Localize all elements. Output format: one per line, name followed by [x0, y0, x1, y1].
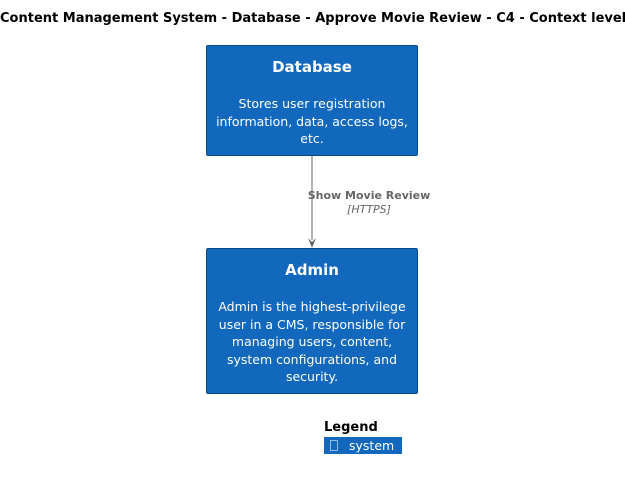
legend: Legend system: [324, 420, 402, 454]
node-database-title: Database: [272, 58, 352, 76]
node-database-description: Stores user registration information, da…: [216, 96, 408, 146]
node-admin[interactable]: Admin Admin is the highest-privilege use…: [206, 248, 418, 394]
diagram-title: Content Management System - Database - A…: [0, 11, 625, 26]
edge-label-text: Show Movie Review: [307, 189, 431, 202]
legend-swatch-icon: [330, 440, 338, 451]
legend-item-label: system: [349, 438, 395, 453]
node-database[interactable]: Database Stores user registration inform…: [206, 45, 418, 156]
edge-technology-text: [HTTPS]: [347, 203, 391, 216]
legend-item-system: system: [324, 437, 402, 454]
node-admin-title: Admin: [285, 261, 339, 279]
node-admin-description: Admin is the highest-privilege user in a…: [218, 299, 406, 384]
edge-arrowhead: [308, 238, 316, 248]
legend-title: Legend: [324, 420, 378, 435]
edge-label: Show Movie Review [HTTPS]: [298, 188, 440, 217]
